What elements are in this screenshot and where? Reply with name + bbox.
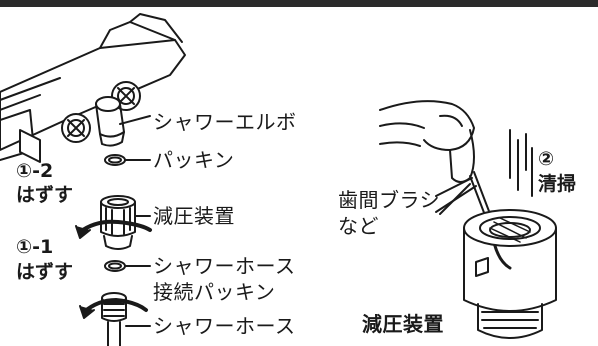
- top-banner-bar: [0, 0, 598, 7]
- packing-ring-upper: [104, 154, 151, 166]
- label-shower-hose: シャワーホース: [153, 314, 296, 338]
- packing-ring-lower: [104, 260, 151, 272]
- step-2-action: 清掃: [538, 173, 577, 195]
- label-hose-packing-line2: 接続パッキン: [153, 280, 276, 304]
- shower-elbow: [95, 96, 151, 147]
- step-2-number: ②: [538, 148, 555, 170]
- step-1-2-number: ①-2: [16, 160, 54, 182]
- pressure-reducer-left: [75, 195, 152, 250]
- step-1-1-action: はずす: [16, 261, 74, 283]
- step-1-1-number: ①-1: [16, 236, 54, 258]
- pressure-reducer-right: [463, 209, 557, 339]
- label-brush-line2: など: [338, 214, 379, 238]
- label-packing: パッキン: [153, 148, 235, 172]
- step-1-2-action: はずす: [16, 184, 74, 206]
- faucet-body: [0, 13, 186, 163]
- label-brush-line1: 歯間ブラシ: [338, 188, 441, 212]
- label-shower-elbow: シャワーエルボ: [153, 110, 297, 134]
- label-pressure-reducer-right: 減圧装置: [362, 312, 444, 336]
- label-pressure-reducer-left: 減圧装置: [153, 204, 235, 228]
- label-hose-packing-line1: シャワーホース: [153, 254, 296, 278]
- brush-leader-line: [439, 183, 471, 215]
- shower-hose: [79, 292, 151, 346]
